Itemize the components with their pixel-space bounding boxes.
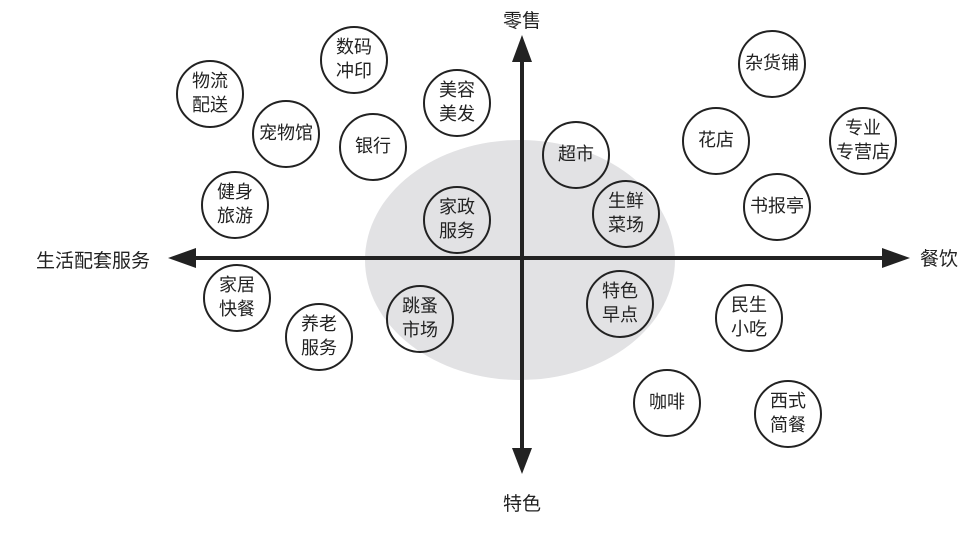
node-xishi: 西式 简餐 (754, 380, 822, 448)
node-label: 特色 早点 (602, 281, 638, 326)
node-label: 跳蚤 市场 (402, 296, 438, 341)
node-chaoshi: 超市 (542, 121, 610, 189)
node-huadian: 花店 (682, 107, 750, 175)
node-label: 健身 旅游 (217, 182, 253, 227)
node-label: 养老 服务 (301, 314, 337, 359)
node-label: 超市 (558, 144, 594, 165)
node-label: 咖啡 (649, 392, 685, 413)
node-minsheng: 民生 小吃 (715, 284, 783, 352)
node-kafei: 咖啡 (633, 369, 701, 437)
node-meirong: 美容 美发 (423, 69, 491, 137)
node-label: 宠物馆 (259, 123, 313, 144)
node-label: 家居 快餐 (219, 275, 255, 320)
node-label: 银行 (355, 136, 391, 157)
node-tese: 特色 早点 (586, 270, 654, 338)
node-label: 物流 配送 (192, 71, 228, 116)
node-label: 美容 美发 (439, 80, 475, 125)
axis-label-right: 餐饮 (920, 248, 959, 270)
node-wuliu: 物流 配送 (176, 60, 244, 128)
node-label: 民生 小吃 (731, 295, 767, 340)
node-zhuanye: 专业 专营店 (829, 107, 897, 175)
axis-label-left: 生活配套服务 (36, 250, 151, 272)
node-label: 书报亭 (750, 196, 804, 217)
node-shuma: 数码 冲印 (320, 26, 388, 94)
axis-label-bottom: 特色 (503, 493, 542, 515)
node-label: 西式 简餐 (770, 391, 806, 436)
node-label: 杂货铺 (745, 53, 799, 74)
node-label: 花店 (698, 130, 734, 151)
node-yinhang: 银行 (339, 113, 407, 181)
node-label: 生鲜 菜场 (608, 191, 644, 236)
arrow-down-icon (512, 448, 532, 474)
node-jiaju: 家居 快餐 (203, 264, 271, 332)
node-jianshen: 健身 旅游 (201, 171, 269, 239)
node-shubao: 书报亭 (743, 173, 811, 241)
arrow-left-icon (168, 248, 196, 268)
node-label: 数码 冲印 (336, 37, 372, 82)
node-tiaozao: 跳蚤 市场 (386, 285, 454, 353)
arrow-up-icon (512, 35, 532, 62)
node-chongwu: 宠物馆 (252, 100, 320, 168)
node-yanglao: 养老 服务 (285, 303, 353, 371)
node-label: 家政 服务 (439, 197, 475, 242)
arrow-right-icon (882, 248, 910, 268)
node-zahuo: 杂货铺 (738, 30, 806, 98)
node-jiazheng: 家政 服务 (423, 186, 491, 254)
node-shengxian: 生鲜 菜场 (592, 180, 660, 248)
node-label: 专业 专营店 (836, 118, 890, 163)
axis-label-top: 零售 (503, 10, 542, 32)
